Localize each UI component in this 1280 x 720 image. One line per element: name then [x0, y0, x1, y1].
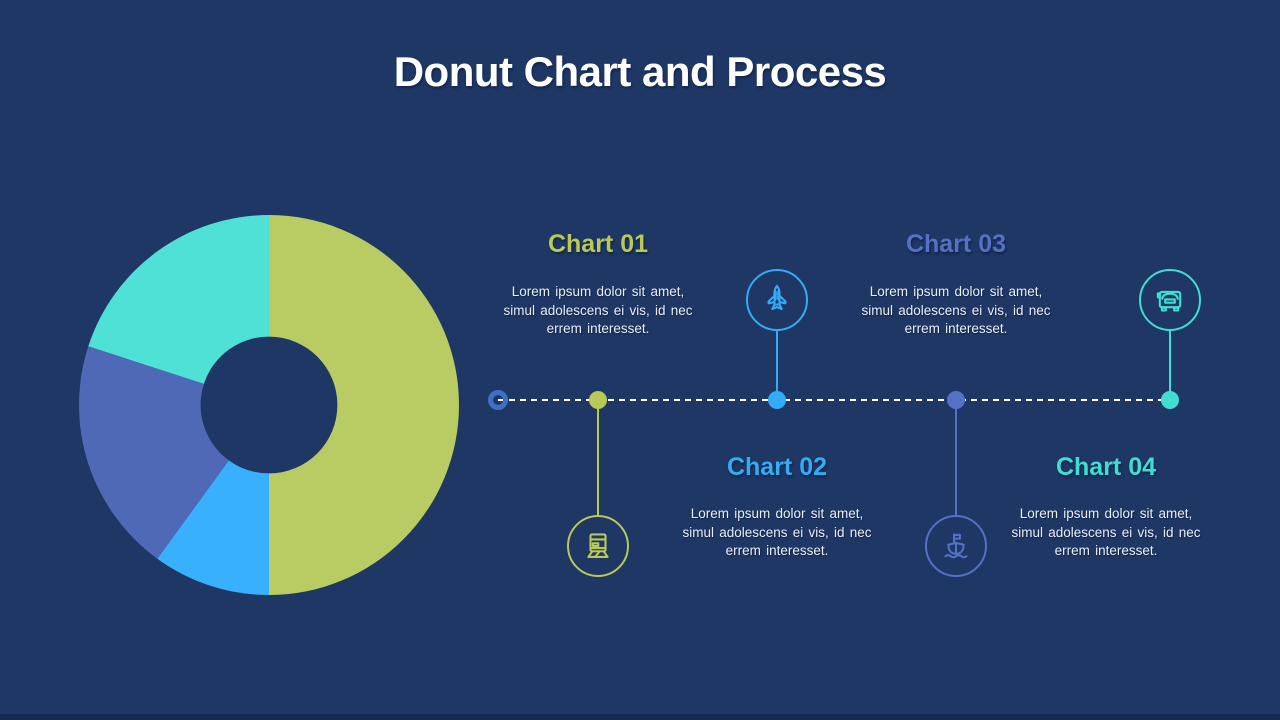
step-title: Chart 03 — [905, 230, 1007, 258]
step-title: Chart 04 — [1055, 453, 1157, 481]
step-connector-line — [955, 400, 957, 516]
step-description: Lorem ipsum dolor sit amet, simul adoles… — [503, 284, 693, 336]
timeline-start-ring — [488, 390, 508, 410]
donut-segment-chart-02 — [157, 460, 269, 595]
ship-icon — [944, 533, 968, 559]
footer-bar — [0, 714, 1280, 720]
timeline-line — [498, 399, 1170, 401]
donut-segment-chart-01 — [269, 215, 459, 595]
donut-segment-chart-04 — [88, 215, 269, 384]
timeline-dot — [768, 391, 786, 409]
step-connector-line — [776, 330, 778, 400]
timeline-dot — [1161, 391, 1179, 409]
timeline-dot — [947, 391, 965, 409]
step-icon-circle — [567, 515, 629, 577]
donut-chart — [79, 215, 459, 595]
donut-segment-chart-03 — [79, 346, 229, 559]
step-icon-circle — [1139, 269, 1201, 331]
step-title: Chart 01 — [547, 230, 649, 258]
plane-icon — [767, 284, 787, 311]
step-description: Lorem ipsum dolor sit amet, simul adoles… — [861, 284, 1051, 336]
step-connector-line — [597, 400, 599, 516]
step-connector-line — [1169, 330, 1171, 400]
timeline-dot — [589, 391, 607, 409]
train-icon — [587, 533, 609, 558]
step-description: Lorem ipsum dolor sit amet, simul adoles… — [1011, 506, 1201, 558]
car-icon — [1156, 290, 1182, 312]
step-icon-circle — [925, 515, 987, 577]
step-title: Chart 02 — [726, 453, 828, 481]
slide-title: Donut Chart and Process — [393, 48, 887, 95]
step-icon-circle — [746, 269, 808, 331]
step-description: Lorem ipsum dolor sit amet, simul adoles… — [682, 506, 872, 558]
